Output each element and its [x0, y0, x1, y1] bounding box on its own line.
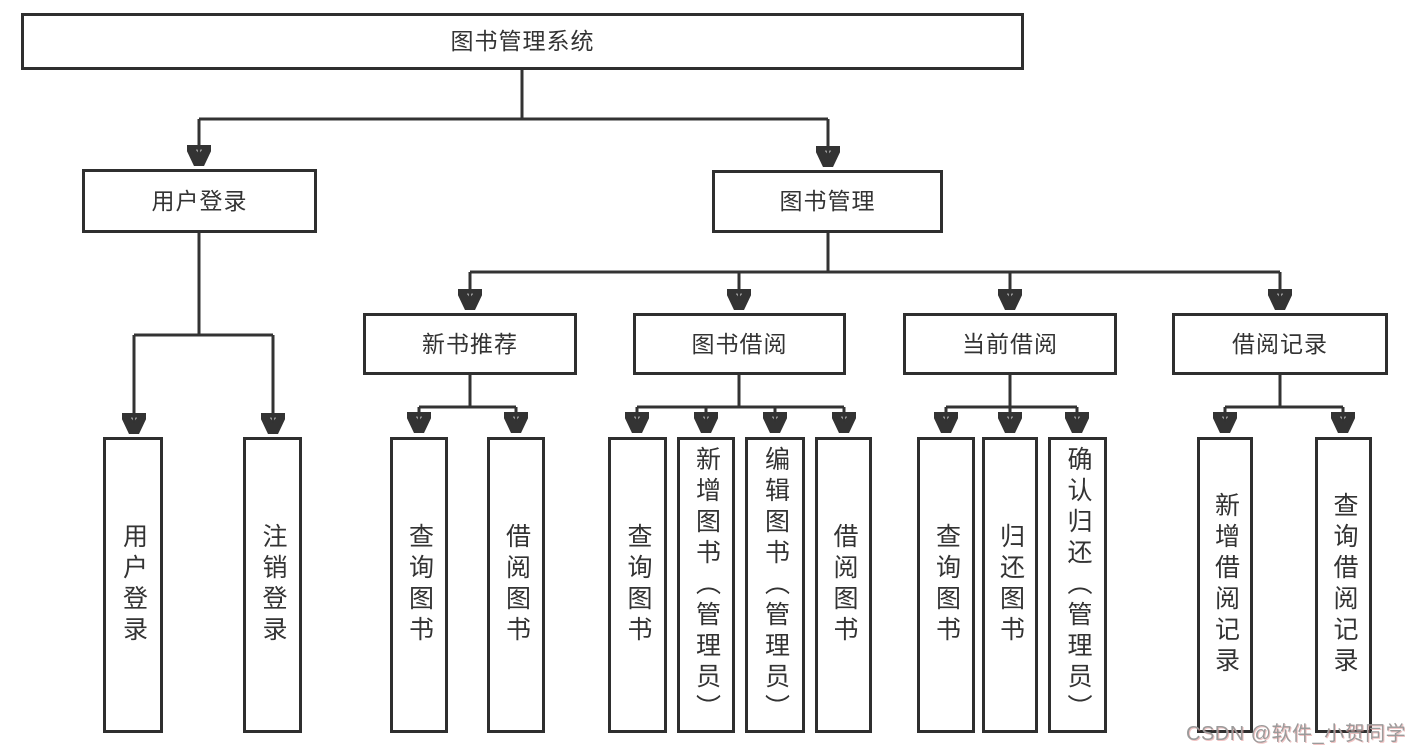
connector-book-borrow-children [637, 375, 844, 431]
node-leaf-query-books-3: 查询图书 [917, 437, 975, 733]
node-book-borrow: 图书借阅 [633, 313, 846, 375]
connector-current-borrow-children [946, 375, 1077, 431]
node-book-management-branch: 图书管理 [712, 170, 943, 233]
node-leaf-add-books-admin: 新增图书（管理员） [677, 437, 735, 733]
connector-new-book-recommend-children [419, 375, 516, 431]
connector-book-management-to-modules [470, 233, 1280, 308]
node-leaf-query-books-1: 查询图书 [390, 437, 448, 733]
node-leaf-borrow-books-2: 借阅图书 [815, 437, 872, 733]
node-leaf-add-borrow-record: 新增借阅记录 [1197, 437, 1253, 733]
node-current-borrow: 当前借阅 [903, 313, 1117, 375]
node-borrow-record: 借阅记录 [1172, 313, 1388, 375]
connector-root-to-level2 [199, 69, 828, 165]
connector-borrow-record-children [1225, 375, 1343, 431]
node-leaf-confirm-return-admin: 确认归还（管理员） [1048, 437, 1107, 733]
node-leaf-logout: 注销登录 [243, 437, 302, 733]
node-root-library-system: 图书管理系统 [21, 13, 1024, 70]
node-leaf-query-borrow-record: 查询借阅记录 [1315, 437, 1372, 733]
node-leaf-edit-books-admin: 编辑图书（管理员） [745, 437, 805, 733]
csdn-watermark: CSDN @软件_小贺同学 [1186, 723, 1405, 745]
node-leaf-return-books: 归还图书 [982, 437, 1038, 733]
node-leaf-borrow-books-1: 借阅图书 [487, 437, 545, 733]
node-user-login-branch: 用户登录 [82, 169, 317, 233]
node-leaf-query-books-2: 查询图书 [608, 437, 667, 733]
node-leaf-user-login: 用户登录 [103, 437, 163, 733]
connector-user-login-children [134, 233, 273, 432]
node-new-book-recommend: 新书推荐 [363, 313, 577, 375]
